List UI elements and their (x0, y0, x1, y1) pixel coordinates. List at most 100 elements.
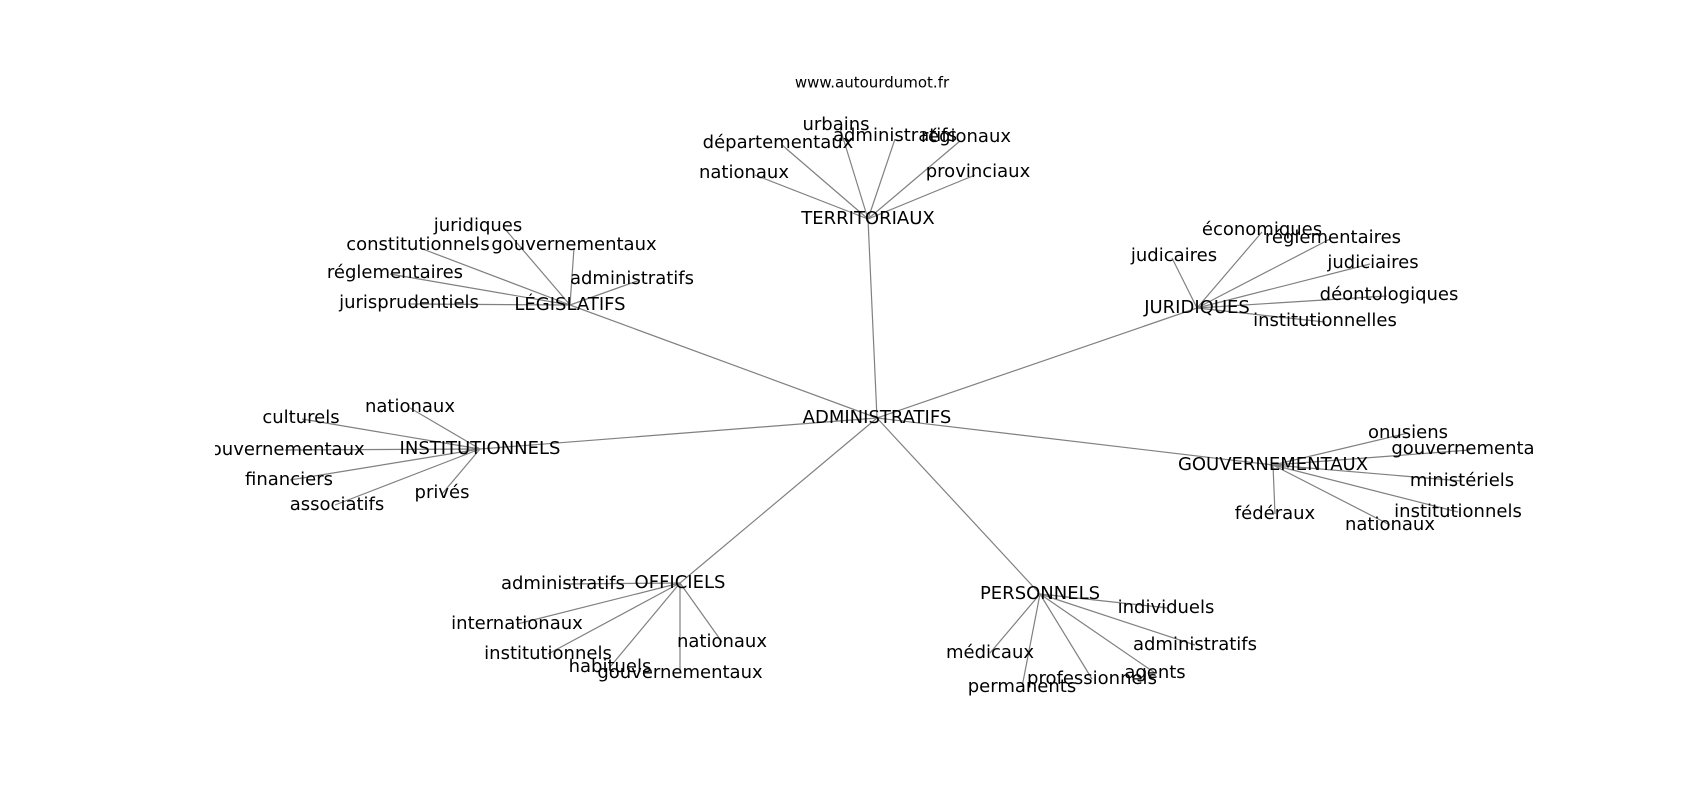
edge-legislatifs-administratifs (569, 279, 641, 306)
node-leaf: associatifs (290, 494, 385, 515)
edge-institutionnels-gouvernementaux (284, 448, 481, 451)
node-leaf: onusiens (1368, 422, 1448, 443)
edge-officiels-institutionnels (547, 582, 681, 655)
node-leaf: réglementaires (327, 262, 463, 283)
node-leaf: régionaux (921, 126, 1011, 147)
edge-center-legislatifs (569, 304, 878, 419)
node-leaf: judicaires (1130, 245, 1217, 266)
node-leaf: administratifs (1133, 634, 1257, 655)
edge-territoriaux-provinciaux (867, 174, 976, 220)
edge-personnels-individuels (1039, 593, 1169, 609)
edge-institutionnels-culturels (301, 418, 481, 450)
node-leaf: individuels (1118, 597, 1215, 618)
edge-center-officiels (679, 417, 878, 584)
node-cluster-institutionnels: INSTITUTIONNELS (400, 438, 561, 459)
node-leaf: réglementaires (1265, 227, 1401, 248)
edge-territoriaux-nationaux (754, 174, 869, 220)
edge-juridiques-judiciaires (1196, 263, 1371, 309)
edge-territoriaux-regionaux (867, 140, 961, 220)
edge-gouvernementaux-federaux (1272, 464, 1276, 515)
node-leaf: nationaux (365, 396, 455, 417)
node-leaf: administratifs (833, 125, 957, 146)
edge-gouvernementaux-onusiens (1272, 432, 1409, 466)
node-leaf: gouvernementaux (199, 439, 365, 460)
edge-officiels-habituels (609, 582, 681, 668)
edge-gouvernementaux-ministeriels (1272, 464, 1463, 482)
node-cluster-legislatifs: LÉGISLATIFS (514, 293, 625, 315)
edge-personnels-medicaux (989, 593, 1041, 654)
edge-institutionnels-associatifs (334, 448, 481, 506)
edge-officiels-administratifs (562, 582, 681, 585)
edge-center-territoriaux (867, 218, 878, 419)
node-leaf: nationaux (677, 631, 767, 652)
node-leaf: administratifs (501, 573, 625, 594)
edge-juridiques-institutionnelles (1196, 307, 1326, 323)
edge-center-juridiques (876, 307, 1198, 419)
edge-juridiques-economiques (1196, 231, 1263, 309)
edge-center-institutionnels (479, 417, 878, 450)
edge-institutionnels-financiers (289, 448, 481, 481)
node-leaf: constitutionnels (346, 234, 490, 255)
node-leaf: départementaux (703, 132, 854, 153)
node-cluster-juridiques: JURIDIQUES (1143, 297, 1250, 318)
node-cluster-officiels: OFFICIELS (635, 572, 726, 593)
node-leaf: permanents (968, 676, 1076, 697)
labels: ADMINISTRATIFS TERRITORIAUX urbains admi… (199, 114, 1557, 697)
edge-personnels-administratifs (1039, 593, 1196, 646)
edge-gouvernementaux-gouvernementaux (1272, 449, 1471, 466)
node-leaf: provinciaux (926, 161, 1031, 182)
node-leaf: privés (415, 482, 470, 503)
edge-gouvernementaux-institutionnels (1272, 464, 1459, 513)
node-leaf: habituels (569, 656, 652, 677)
node-leaf: ministériels (1410, 470, 1514, 491)
node-leaf: médicaux (946, 642, 1034, 663)
node-cluster-personnels: PERSONNELS (980, 583, 1100, 604)
node-leaf: administratifs (570, 268, 694, 289)
edge-territoriaux-departementaux (781, 144, 869, 220)
node-leaf: internationaux (451, 613, 583, 634)
node-leaf: juridiques (433, 215, 523, 236)
edge-legislatifs-jurisprudentiels (409, 303, 571, 306)
node-leaf: jurisprudentiels (338, 292, 479, 313)
edge-institutionnels-prives (441, 448, 481, 495)
edge-territoriaux-urbains (839, 127, 869, 220)
edge-legislatifs-juridiques (504, 228, 571, 306)
node-leaf: institutionnels (484, 643, 612, 664)
edge-legislatifs-gouvernementaux (569, 247, 575, 306)
edge-center-personnels (876, 417, 1041, 595)
node-leaf: déontologiques (1320, 284, 1459, 305)
node-leaf: financiers (245, 469, 333, 490)
node-leaf: institutionnelles (1253, 310, 1397, 331)
node-leaf: gouvernementaux (1391, 438, 1557, 459)
edge-institutionnels-nationaux (409, 407, 481, 450)
edge-legislatifs-constitutionnels (419, 247, 571, 306)
edge-officiels-internationaux (516, 582, 681, 625)
edge-juridiques-reglementaires (1196, 238, 1331, 309)
node-leaf: institutionnels (1394, 501, 1522, 522)
edge-juridiques-deontologiques (1196, 295, 1388, 309)
node-leaf: gouvernementaux (597, 662, 763, 683)
node-center: ADMINISTRATIFS (803, 407, 952, 428)
edge-officiels-nationaux (679, 582, 723, 643)
edge-personnels-agents (1039, 593, 1156, 674)
edge-gouvernementaux-nationaux (1272, 464, 1391, 526)
graph-layer: ADMINISTRATIFS TERRITORIAUX urbains admi… (199, 114, 1557, 697)
node-leaf: culturels (262, 407, 339, 428)
edge-personnels-professionnels (1039, 593, 1093, 680)
edge-territoriaux-administratifs (867, 138, 896, 220)
edges (284, 127, 1471, 688)
node-leaf: judiciaires (1326, 252, 1418, 273)
node-leaf: fédéraux (1235, 503, 1316, 524)
node-leaf: économiques (1202, 219, 1322, 240)
node-leaf: agents (1124, 662, 1185, 683)
site-watermark: www.autourdumot.fr (795, 74, 950, 92)
node-leaf: professionnels (1027, 668, 1157, 689)
node-leaf: nationaux (1345, 514, 1435, 535)
node-leaf: nationaux (699, 162, 789, 183)
node-cluster-territoriaux: TERRITORIAUX (800, 208, 935, 229)
edge-personnels-permanents (1021, 593, 1041, 688)
node-cluster-gouvernementaux: GOUVERNEMENTAUX (1178, 454, 1368, 475)
edge-center-gouvernementaux (876, 417, 1274, 466)
node-leaf: urbains (802, 114, 869, 135)
